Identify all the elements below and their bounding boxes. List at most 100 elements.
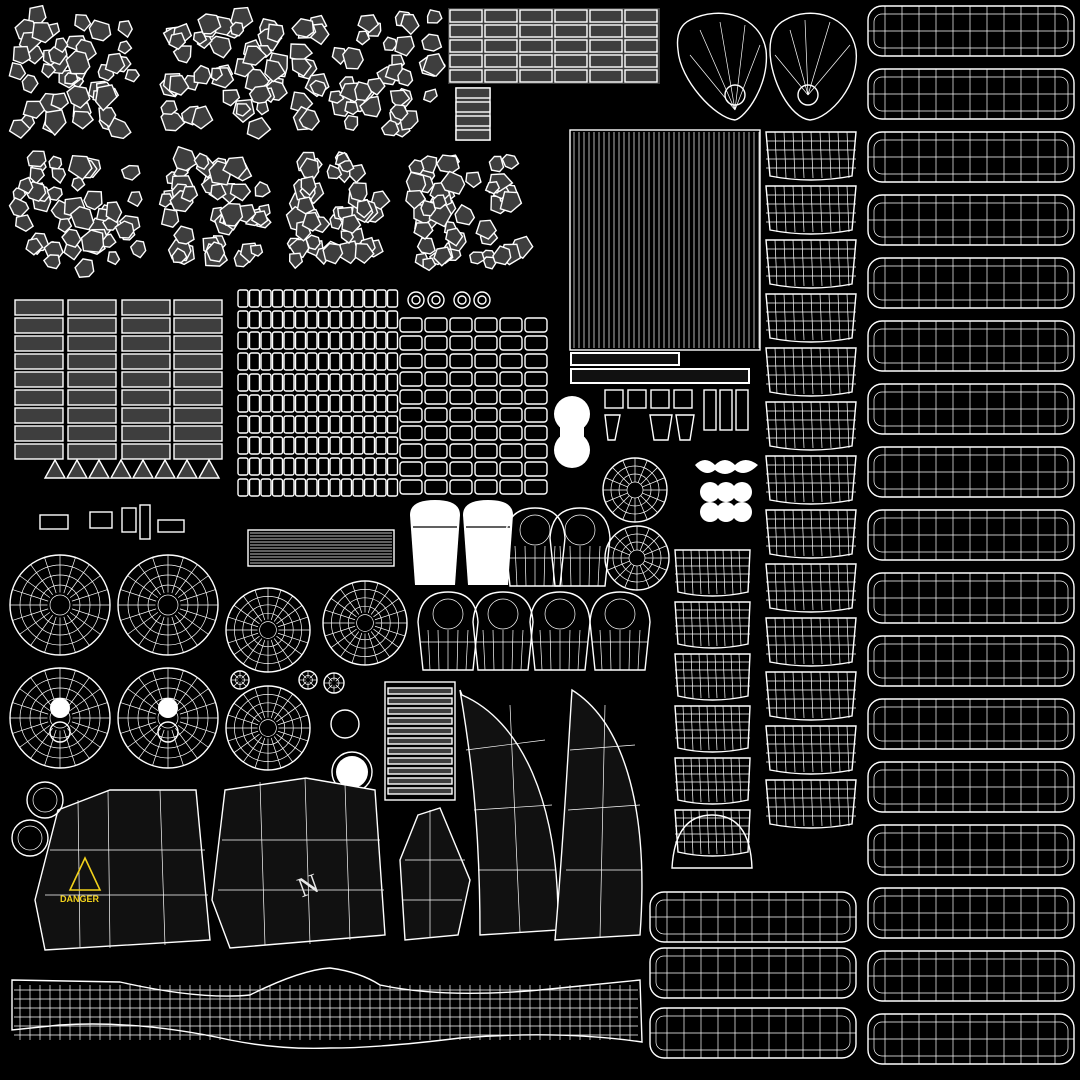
bolt-piece xyxy=(294,394,307,413)
disc-spoke xyxy=(138,564,161,596)
fin-piece xyxy=(674,549,751,597)
disc-spoke xyxy=(177,725,209,748)
fin-seam xyxy=(828,185,832,233)
rock-chunk xyxy=(357,14,380,34)
fin-piece xyxy=(765,131,857,181)
stone-slab xyxy=(173,353,223,370)
rock-chunk xyxy=(69,205,95,231)
fin-seam xyxy=(828,725,832,773)
disc-spoke xyxy=(270,639,282,671)
rock-chunk xyxy=(465,171,482,189)
bolt-piece xyxy=(340,394,353,413)
fin-seam xyxy=(783,401,787,449)
ladder-rung xyxy=(387,757,453,765)
stone-slab xyxy=(121,299,171,316)
disc-ring xyxy=(628,549,646,567)
fin-seam xyxy=(730,549,734,595)
bolt-piece xyxy=(283,457,295,476)
rock-chunk xyxy=(31,21,55,44)
rock-chunk xyxy=(436,154,460,174)
rock-chunk xyxy=(422,88,438,103)
fin-seam xyxy=(722,757,726,803)
disc-spoke xyxy=(69,725,101,748)
rock-chunk xyxy=(331,46,348,66)
bolt-piece xyxy=(474,443,498,459)
danger-label: DANGER xyxy=(60,894,100,904)
fin-piece xyxy=(765,185,857,235)
disc-spoke xyxy=(637,460,648,483)
bolt-piece xyxy=(271,331,284,350)
fin-piece xyxy=(765,563,857,613)
fin-seam xyxy=(810,725,814,773)
fin-seam xyxy=(738,757,742,803)
rock-chunk xyxy=(117,20,133,39)
rock-chunk xyxy=(104,52,126,75)
bolt-piece xyxy=(317,310,330,329)
disc-spoke xyxy=(138,677,161,709)
bolt-piece xyxy=(260,373,272,392)
hull-panel-uvs: DANGER N xyxy=(34,688,643,951)
rock-chunk xyxy=(193,64,212,85)
bolt-piece xyxy=(248,436,261,455)
fin-seam xyxy=(783,185,787,233)
bolt-piece xyxy=(294,310,307,329)
bolt-piece xyxy=(237,436,249,455)
fin-seam xyxy=(774,185,778,233)
cup-seam xyxy=(437,629,440,671)
disc-spoke xyxy=(324,625,356,637)
fin-seam xyxy=(801,347,805,395)
bolt-piece xyxy=(260,478,272,497)
fin-seam xyxy=(810,185,814,233)
bolt-piece xyxy=(399,335,423,351)
rock-chunk xyxy=(432,194,448,210)
disc-spoke xyxy=(330,628,357,648)
disc-spoke xyxy=(120,608,157,621)
brick-piece xyxy=(484,9,518,23)
rock-chunk xyxy=(8,119,31,139)
fin-seam xyxy=(846,347,850,395)
disc-spoke xyxy=(171,557,184,594)
fin-seam xyxy=(722,653,726,699)
bolt-piece xyxy=(329,457,341,476)
bolt-piece xyxy=(237,331,249,350)
brick-piece xyxy=(624,69,658,83)
cup-ring xyxy=(432,598,464,630)
rock-chunk xyxy=(127,191,143,208)
bolt-piece xyxy=(386,415,399,434)
disc-spoke xyxy=(374,625,406,637)
disc-spoke xyxy=(175,677,198,709)
rock-chunk xyxy=(342,46,364,70)
stone-wedge xyxy=(87,458,111,479)
rock-chunk xyxy=(267,23,285,43)
bolt-grid-uvs xyxy=(237,289,548,497)
disc-spoke xyxy=(12,608,49,621)
cup-ring xyxy=(544,598,576,630)
disc-spoke xyxy=(241,673,247,679)
stone-slab xyxy=(67,371,117,388)
fin-seam xyxy=(783,725,787,773)
bolt-piece xyxy=(317,436,330,455)
bolt-piece xyxy=(340,352,353,371)
slab-block-uvs xyxy=(14,299,223,479)
bolt-piece xyxy=(424,461,448,477)
bolt-piece xyxy=(524,425,548,441)
disc-spoke xyxy=(324,609,356,621)
cup-seam xyxy=(514,545,518,587)
fin-seam xyxy=(774,509,778,557)
rock-chunk xyxy=(359,95,382,118)
bolt-piece xyxy=(499,443,523,459)
bolt-piece xyxy=(248,394,261,413)
bolt-piece xyxy=(375,478,387,497)
fin-seam xyxy=(828,455,832,503)
bolt-piece xyxy=(283,394,295,413)
fin-piece xyxy=(765,671,857,721)
brick-piece xyxy=(484,39,518,53)
bolt-piece xyxy=(294,289,307,308)
stone-wedge xyxy=(43,458,67,479)
brick-piece xyxy=(554,24,588,38)
bolt-piece xyxy=(474,425,498,441)
fin-seam xyxy=(819,779,823,827)
bolt-piece xyxy=(424,479,448,495)
brick-piece xyxy=(624,54,658,68)
bolt-piece xyxy=(363,478,376,497)
